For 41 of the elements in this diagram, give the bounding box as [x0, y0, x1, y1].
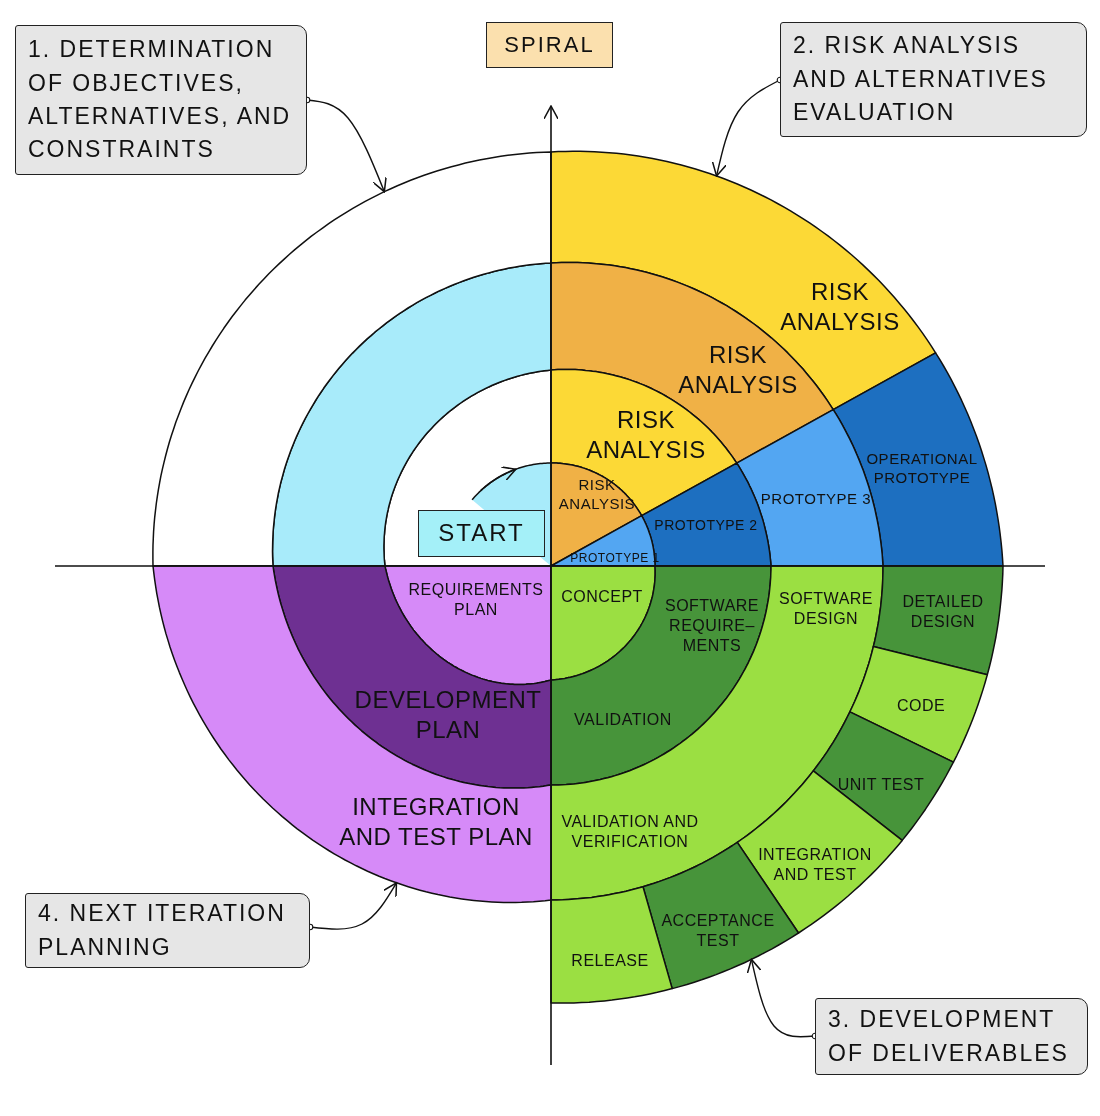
spiral-segment [550, 150, 937, 411]
segment-label: UNIT TEST [837, 775, 925, 795]
callout-box [815, 998, 1088, 1075]
segment-label: ACCEPTANCE TEST [660, 911, 776, 951]
segment-label: RISK ANALYSIS [585, 405, 707, 465]
spiral-segment [849, 645, 989, 763]
segment-label: PROTOTYPE 2 [654, 517, 758, 535]
segment-label: DEVELOPMENT PLAN [353, 685, 543, 745]
spiral-segment [272, 565, 552, 789]
segment-label: PROTOTYPE 3 [760, 489, 872, 509]
spiral-segment [271, 262, 552, 567]
segment-label: RELEASE [571, 951, 649, 971]
callout-text: 4. NEXT ITERATION PLANNING [38, 899, 287, 962]
segment-label: VALIDATION [574, 710, 672, 730]
spiral-segment [550, 565, 772, 786]
segment-label: OPERATIONAL PROTOTYPE [865, 450, 979, 488]
segment-label: CODE [896, 696, 946, 716]
segment-label: RISK ANALYSIS [677, 340, 799, 400]
segment-label: REQUIREMENTS PLAN [407, 580, 545, 620]
callout-text: 1. DETERMINATION OF OBJECTIVES, ALTERNATIVES, AND CONSTRAINTS [28, 35, 293, 165]
callout-box [15, 25, 307, 175]
segment-label: DETAILED DESIGN [901, 592, 985, 632]
label-box [486, 22, 613, 68]
label-box [418, 510, 545, 557]
callout-box [780, 22, 1087, 137]
segment-label: INTEGRATION AND TEST [757, 845, 873, 885]
segment-label: SOFTWARE REQUIRE– MENTS [663, 596, 761, 656]
segment-label: RISK ANALYSIS [557, 476, 637, 514]
segment-label: VALIDATION AND VERIFICATION [560, 812, 700, 852]
segment-label: RISK ANALYSIS [779, 277, 901, 337]
box-label: SPIRAL [504, 31, 595, 60]
callout-box [25, 893, 310, 968]
segment-label: CONCEPT [561, 587, 643, 607]
spiral-segment [152, 565, 552, 904]
callout-text: 3. DEVELOPMENT OF DELIVERABLES [828, 1005, 1070, 1068]
spiral-segment [550, 565, 884, 901]
segment-label: SOFTWARE DESIGN [777, 589, 875, 629]
segment-label: INTEGRATION AND TEST PLAN [338, 792, 534, 852]
callout-text: 2. RISK ANALYSIS AND ALTERNATIVES EVALUATION [793, 31, 1049, 128]
spiral-segment [812, 711, 955, 842]
box-label: START [438, 518, 525, 549]
